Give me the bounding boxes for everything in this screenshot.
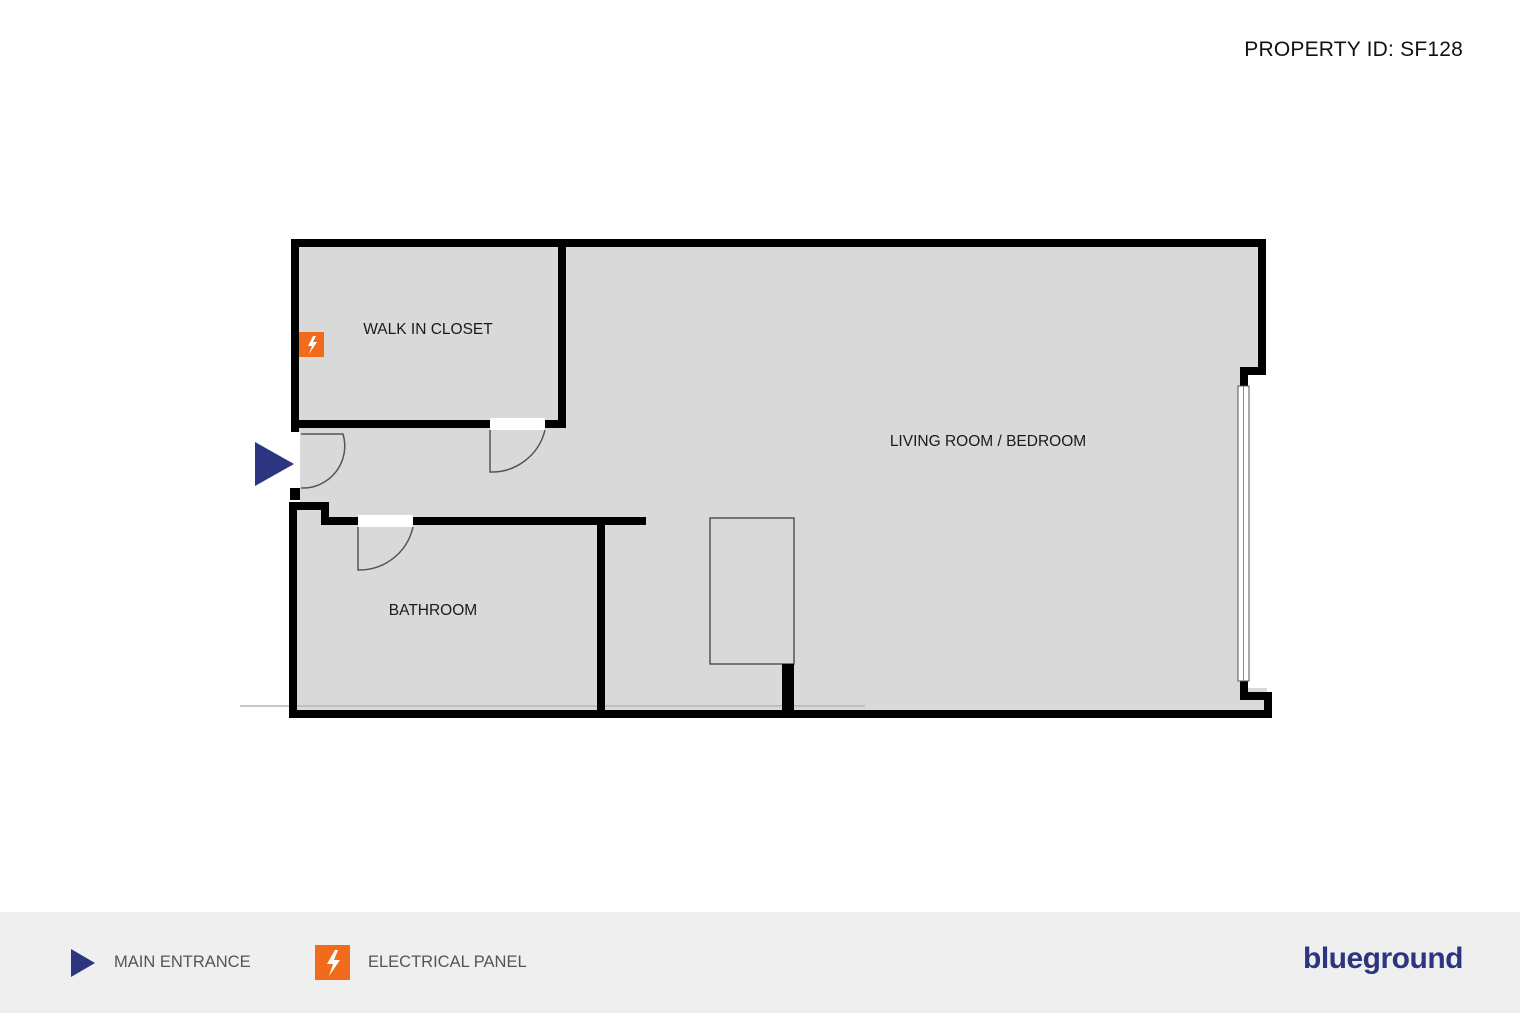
- legend-electrical-panel: ELECTRICAL PANEL: [315, 912, 527, 1013]
- room-label-bathroom: BATHROOM: [389, 602, 477, 619]
- bathroom-door-swing[interactable]: [357, 526, 414, 571]
- floor-area: [295, 243, 1267, 714]
- closet-door-gap: [490, 418, 545, 430]
- entrance-jamb: [290, 488, 300, 500]
- electrical-panel-bolt-icon: [299, 332, 324, 357]
- closet-walls: [295, 243, 566, 428]
- property-id: PROPERTY ID: SF128: [1244, 38, 1463, 61]
- legend-main-entrance-label: MAIN ENTRANCE: [114, 953, 251, 971]
- kitchen-counter: [709, 517, 795, 665]
- closet-door-swing[interactable]: [489, 429, 546, 473]
- electrical-panel-legend-icon: [315, 945, 350, 980]
- room-label-closet: WALK IN CLOSET: [363, 321, 493, 338]
- window: [1237, 385, 1250, 682]
- main-entrance-arrow-icon: [255, 442, 294, 486]
- room-label-living: LIVING ROOM / BEDROOM: [890, 433, 1086, 450]
- legend-main-entrance: MAIN ENTRANCE: [70, 912, 251, 1013]
- counter-wall-stub: [782, 664, 794, 714]
- bathroom-door-gap: [358, 515, 413, 527]
- legend-bar: MAIN ENTRANCE ELECTRICAL PANEL bluegroun…: [0, 912, 1520, 1013]
- main-entrance-legend-icon: [71, 948, 95, 977]
- exterior-walls: [289, 239, 1272, 718]
- entrance-door-swing[interactable]: [300, 433, 346, 489]
- legend-electrical-panel-label: ELECTRICAL PANEL: [368, 953, 527, 971]
- floor-plan: WALK IN CLOSET LIVING ROOM / BEDROOM BAT…: [240, 239, 1272, 718]
- brand-logo: blueground: [1303, 942, 1463, 975]
